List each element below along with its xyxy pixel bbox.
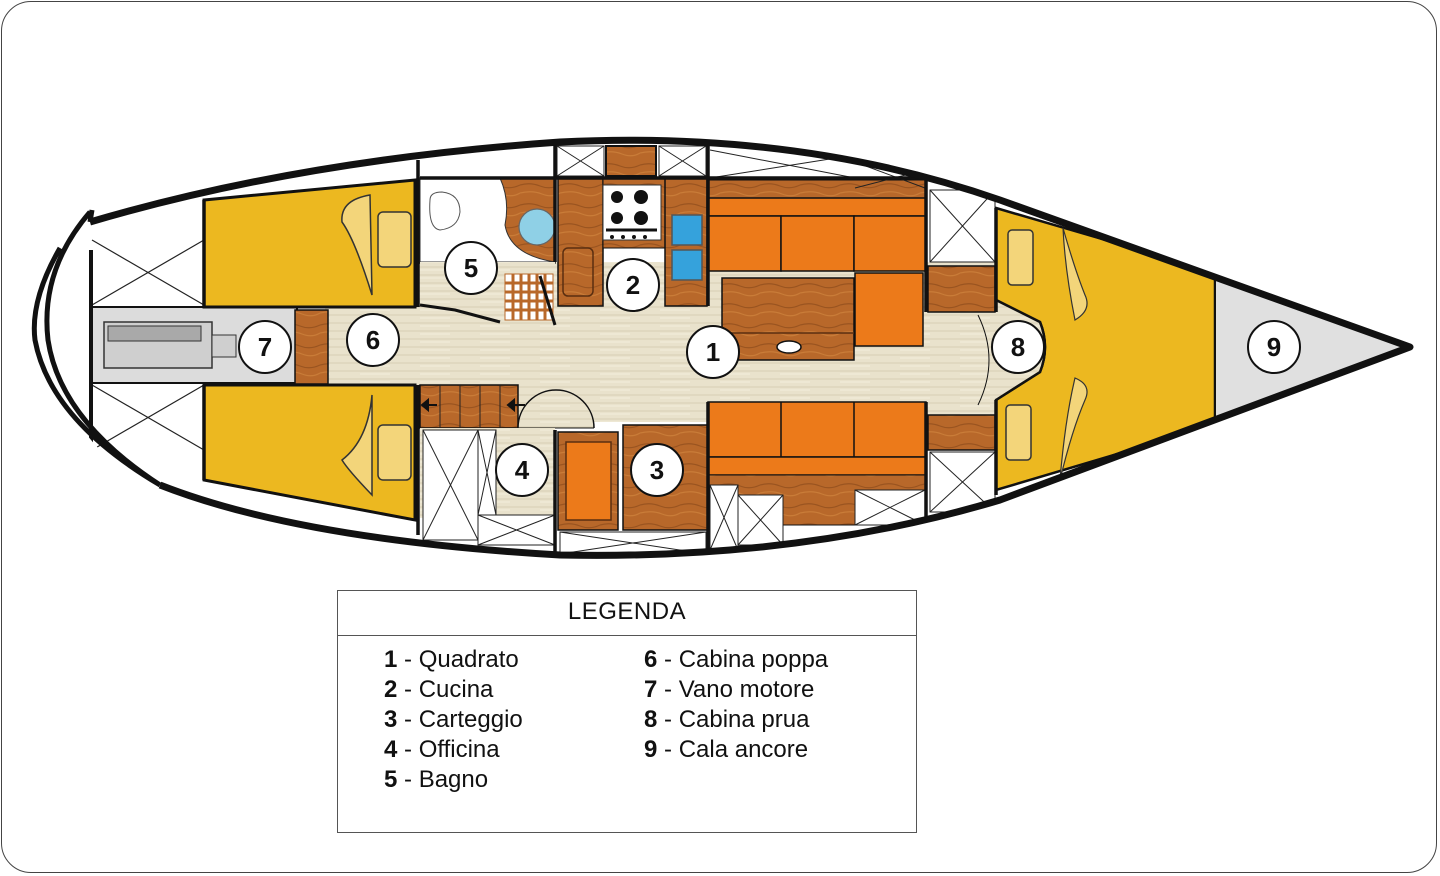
sink-icon: [671, 214, 703, 246]
hull-outline: [89, 136, 1414, 559]
stern-lockers: [91, 239, 205, 451]
svg-text:2: 2: [626, 270, 640, 300]
legend-title: LEGENDA: [338, 591, 916, 636]
pillow-icon: [377, 211, 412, 268]
legend-column-left: 1 - Quadrato 2 - Cucina 3 - Carteggio 4 …: [384, 645, 644, 795]
svg-text:8: 8: [1011, 332, 1025, 362]
room-marker-8: 8: [991, 320, 1045, 374]
stove-icon: [602, 184, 662, 241]
washbasin-icon: [518, 208, 556, 246]
arrow-icon: [506, 397, 525, 413]
pillow-icon: [1005, 404, 1032, 461]
svg-text:3: 3: [650, 455, 664, 485]
top-lockers: [556, 145, 707, 177]
door-swing: [517, 389, 595, 429]
legend-item: 5 - Bagno: [384, 766, 489, 793]
room-marker-6: 6: [346, 313, 400, 367]
settee-cushions-top: [707, 215, 927, 347]
svg-text:4: 4: [515, 455, 530, 485]
pillow-icon: [1007, 229, 1034, 286]
room-marker-1: 1: [686, 325, 740, 379]
legend-item: 9 - Cala ancore: [644, 736, 809, 763]
door-swing: [977, 314, 990, 406]
room-marker-3: 3: [630, 443, 684, 497]
transom: [31, 209, 162, 488]
pillow-icon: [377, 424, 412, 481]
legend-column-right: 6 - Cabina poppa 7 - Vano motore 8 - Cab…: [644, 645, 904, 795]
svg-text:5: 5: [464, 253, 478, 283]
legend-item: 4 - Officina: [384, 736, 500, 763]
room-marker-7: 7: [238, 320, 292, 374]
room-marker-2: 2: [606, 258, 660, 312]
svg-text:7: 7: [258, 332, 272, 362]
sink-icon: [671, 249, 703, 281]
companionway-stairs: [419, 384, 519, 429]
room-marker-5: 5: [444, 241, 498, 295]
anchor-locker: [1214, 270, 1410, 427]
chart-seat: [565, 441, 612, 521]
legend-item: 2 - Cucina: [384, 676, 494, 703]
toilet-icon: [429, 191, 461, 231]
svg-text:1: 1: [706, 337, 720, 367]
legend-item: 6 - Cabina poppa: [644, 646, 829, 673]
legend-item: 8 - Cabina prua: [644, 706, 810, 733]
room-marker-4: 4: [495, 443, 549, 497]
bulkheads: [202, 145, 998, 552]
arrow-icon: [420, 397, 437, 413]
settee-cushions-bottom: [780, 402, 855, 457]
legend-box: LEGENDA 1 - Quadrato 2 - Cucina 3 - Cart…: [337, 590, 917, 833]
svg-text:6: 6: [366, 325, 380, 355]
legend-item: 3 - Carteggio: [384, 706, 523, 733]
room-marker-9: 9: [1247, 320, 1301, 374]
legend-item: 7 - Vano motore: [644, 676, 815, 703]
legend-item: 1 - Quadrato: [384, 646, 519, 673]
svg-text:9: 9: [1267, 332, 1281, 362]
